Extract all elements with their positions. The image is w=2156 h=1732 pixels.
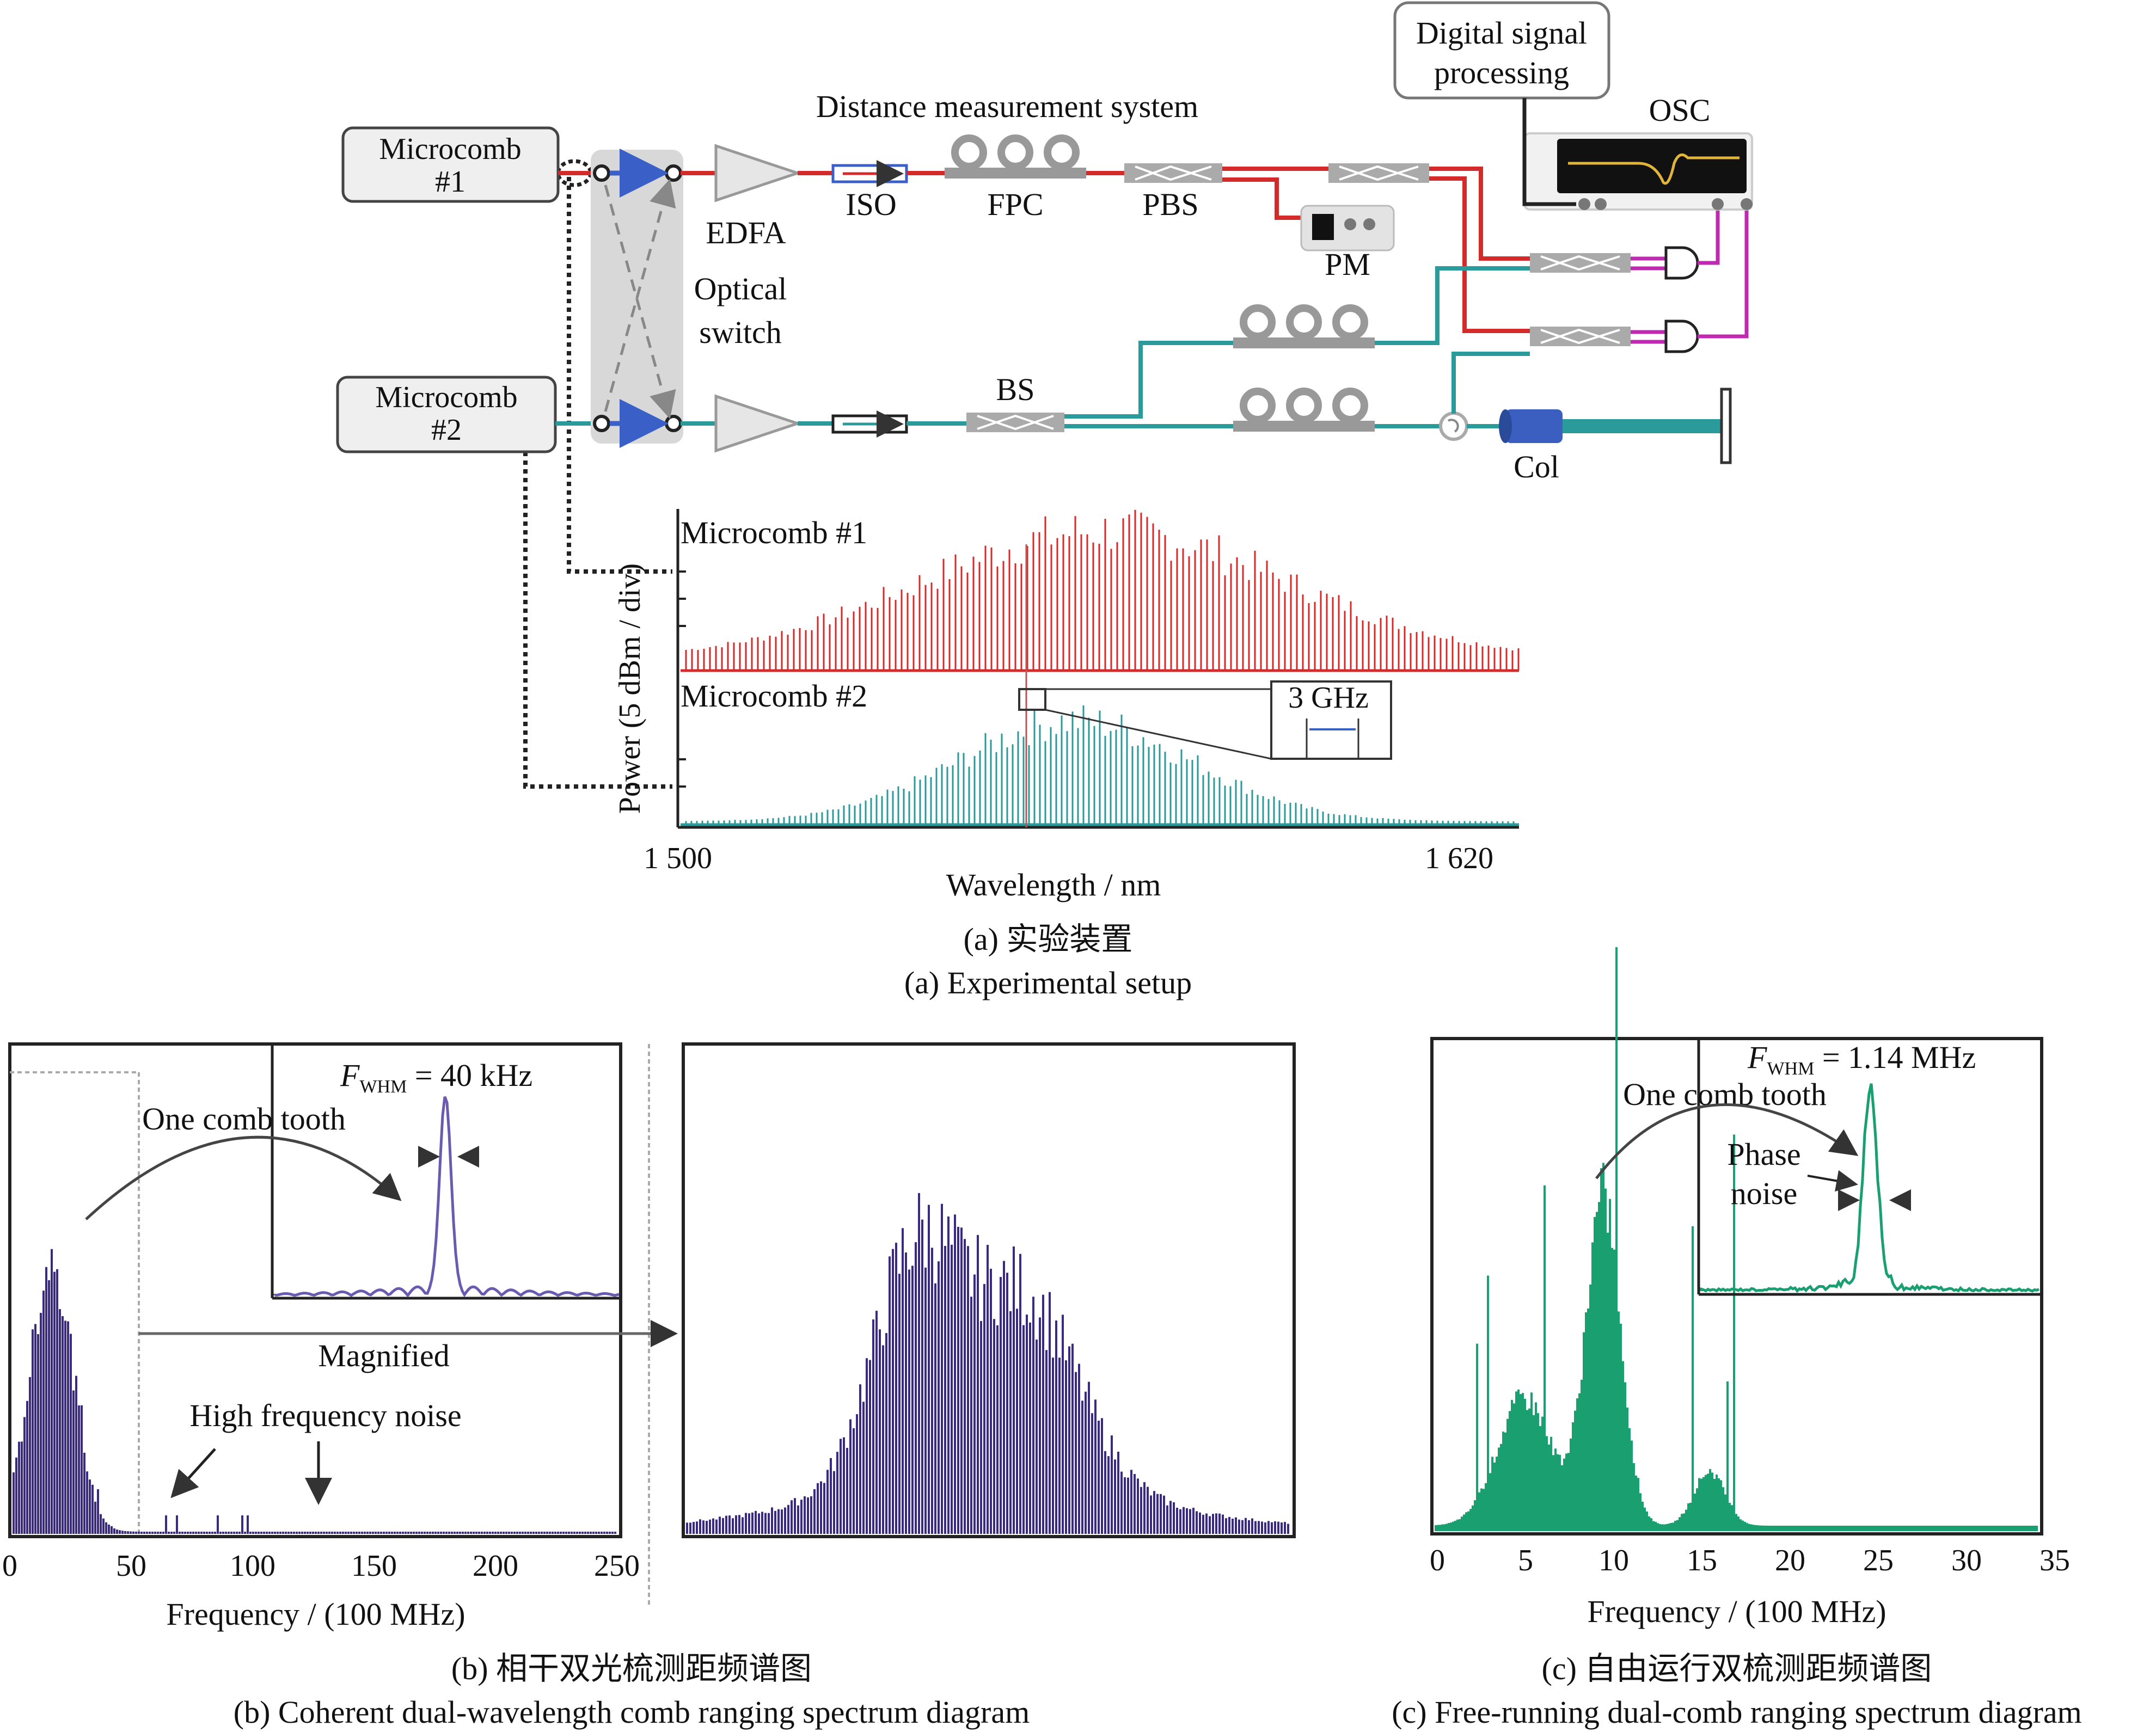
caption-b-cn: (b) 相干双光梳测距频谱图 bbox=[451, 1651, 812, 1686]
microcomb1-label-l2: #1 bbox=[435, 165, 465, 199]
panel-b-magnified-spectrum bbox=[686, 1193, 1289, 1534]
switch-port-out2 bbox=[665, 415, 682, 432]
panel-b-xtick-label: 50 bbox=[116, 1549, 146, 1583]
pbs-label: PBS bbox=[1142, 187, 1198, 222]
pbs-coupler bbox=[1124, 163, 1222, 183]
dsp-box bbox=[1393, 1, 1610, 100]
switch-port-in1 bbox=[593, 164, 610, 182]
collimator bbox=[1505, 409, 1563, 443]
microcomb1-spectrum bbox=[681, 509, 1520, 672]
microcomb2-box bbox=[336, 376, 557, 453]
inset-3ghz-label: 3 GHz bbox=[1288, 681, 1369, 715]
fpc-upper bbox=[945, 134, 1086, 179]
panel-c-fwhm: FWHM = 1.14 MHz bbox=[1747, 1040, 1976, 1079]
panel-c-xtick-label: 15 bbox=[1687, 1544, 1717, 1577]
panel-b-xtick-label: 250 bbox=[594, 1549, 640, 1583]
detector-upper bbox=[1664, 246, 1699, 280]
panel-c-tooth-label: One comb tooth bbox=[1623, 1077, 1827, 1112]
microcomb1-label-l1: Microcomb bbox=[379, 132, 521, 166]
panel-c-xtick-label: 0 bbox=[1430, 1544, 1445, 1577]
switch-port-out1 bbox=[665, 164, 682, 182]
inset-3ghz bbox=[1270, 680, 1392, 760]
panel-b-inset-curve bbox=[273, 1096, 620, 1298]
edfa-lower bbox=[714, 394, 802, 453]
bs-coupler bbox=[966, 413, 1064, 432]
coupler-out-upper bbox=[1530, 253, 1631, 273]
panel-b-xtick-label: 200 bbox=[473, 1549, 518, 1583]
fpc-label: FPC bbox=[987, 187, 1043, 222]
panel-c-xtick-label: 20 bbox=[1775, 1544, 1805, 1577]
panel-c-phase-l2: noise bbox=[1731, 1176, 1797, 1211]
zoom-source-box bbox=[1018, 688, 1046, 711]
edfa-label: EDFA bbox=[706, 215, 786, 250]
osc-label: OSC bbox=[1649, 93, 1711, 128]
dsp-label-l1: Digital signal bbox=[1416, 15, 1587, 51]
panel-b-xtick-label: 150 bbox=[351, 1549, 397, 1583]
col-label: Col bbox=[1514, 449, 1559, 484]
microcomb2-spectrum bbox=[681, 705, 1519, 826]
caption-b-en: (b) Coherent dual-wavelength comb rangin… bbox=[234, 1694, 1030, 1730]
panel-c-xtick-label: 25 bbox=[1863, 1544, 1894, 1577]
panel-c-xtick-label: 10 bbox=[1598, 1544, 1629, 1577]
spectrum-a: Power (5 dBm / div) Microcomb #1 Microco… bbox=[613, 509, 1520, 902]
panel-b-tooth-label: One comb tooth bbox=[142, 1101, 346, 1137]
spectrum-xtick-left: 1 500 bbox=[644, 842, 712, 875]
dotted-link-1 bbox=[567, 177, 672, 574]
pm-label: PM bbox=[1325, 247, 1370, 282]
mirror bbox=[1720, 388, 1732, 464]
spectrum-label-1: Microcomb #1 bbox=[681, 515, 867, 550]
dsp-label-l2: processing bbox=[1434, 55, 1569, 90]
caption-c-cn: (c) 自由运行双梳测距频谱图 bbox=[1542, 1651, 1932, 1686]
spectrum-xtick-right: 1 620 bbox=[1425, 842, 1493, 875]
microcomb2-label-l2: #2 bbox=[431, 413, 462, 447]
panel-b-magnified: Magnified bbox=[318, 1338, 450, 1373]
panel-c-xtick-label: 35 bbox=[2039, 1544, 2070, 1577]
caption-c-en: (c) Free-running dual-comb ranging spect… bbox=[1392, 1694, 2082, 1730]
fiber-coil-lower bbox=[1233, 388, 1375, 432]
detector-lower bbox=[1664, 320, 1699, 353]
panel-c-frame bbox=[1430, 1037, 2043, 1536]
panel-c-xtick-label: 30 bbox=[1951, 1544, 1982, 1577]
fiber-coil-upper bbox=[1233, 304, 1375, 348]
panel-b-spectrum bbox=[13, 1249, 616, 1534]
iso-label: ISO bbox=[846, 187, 896, 222]
panel-b-xtick-label: 100 bbox=[230, 1549, 275, 1583]
optical-switch-label-l2: switch bbox=[699, 315, 781, 350]
edfa-upper bbox=[714, 144, 802, 202]
panel-c-spectrum bbox=[1435, 947, 2038, 1531]
bs-label: BS bbox=[996, 372, 1035, 407]
panel-c-xlabel: Frequency / (100 MHz) bbox=[1587, 1594, 1886, 1629]
dotted-link-2 bbox=[523, 452, 672, 789]
beam bbox=[1563, 419, 1726, 433]
panel-b-left-frame bbox=[8, 1042, 622, 1538]
panel-b-fwhm: FWHM = 40 kHz bbox=[340, 1058, 532, 1097]
caption-a-en: (a) Experimental setup bbox=[904, 965, 1192, 1000]
circulator bbox=[1439, 411, 1468, 441]
panel-b-xlabel: Frequency / (100 MHz) bbox=[166, 1596, 465, 1632]
panel-c-xticks: 0 5 10 15 20 25 30 35 bbox=[1430, 1544, 2070, 1577]
microcomb1-box bbox=[341, 126, 560, 203]
panel-b-xtick-label: 0 bbox=[2, 1549, 17, 1583]
spectrum-xlabel: Wavelength / nm bbox=[946, 867, 1161, 902]
system-title: Distance measurement system bbox=[816, 89, 1198, 124]
panel-c-xtick-label: 5 bbox=[1518, 1544, 1533, 1577]
switch-port-in2 bbox=[593, 415, 610, 432]
panel-c: FWHM = 1.14 MHz One comb tooth Phase noi… bbox=[1430, 947, 2070, 1629]
panel-b: FWHM = 40 kHz One comb tooth Magnified H… bbox=[2, 1042, 1296, 1632]
setup-diagram: Microcomb #1 Microcomb #2 Optical switch… bbox=[336, 1, 1753, 789]
spectrum-label-2: Microcomb #2 bbox=[681, 678, 867, 714]
microcomb2-label-l1: Microcomb bbox=[375, 380, 517, 414]
panel-c-phase-l1: Phase bbox=[1727, 1137, 1800, 1172]
coupler-out-lower bbox=[1530, 327, 1631, 346]
optical-switch-label-l1: Optical bbox=[694, 271, 787, 306]
coupler-upper bbox=[1328, 163, 1429, 183]
panel-b-noise-label: High frequency noise bbox=[189, 1398, 461, 1433]
panel-b-magnified-frame bbox=[682, 1042, 1296, 1538]
panel-b-xticks: 0 50 100 150 200 250 bbox=[2, 1549, 640, 1583]
spectrum-ylabel: Power (5 dBm / div) bbox=[613, 563, 647, 814]
caption-a-cn: (a) 实验装置 bbox=[964, 922, 1133, 957]
panel-c-inset-curve bbox=[1700, 1083, 2040, 1293]
